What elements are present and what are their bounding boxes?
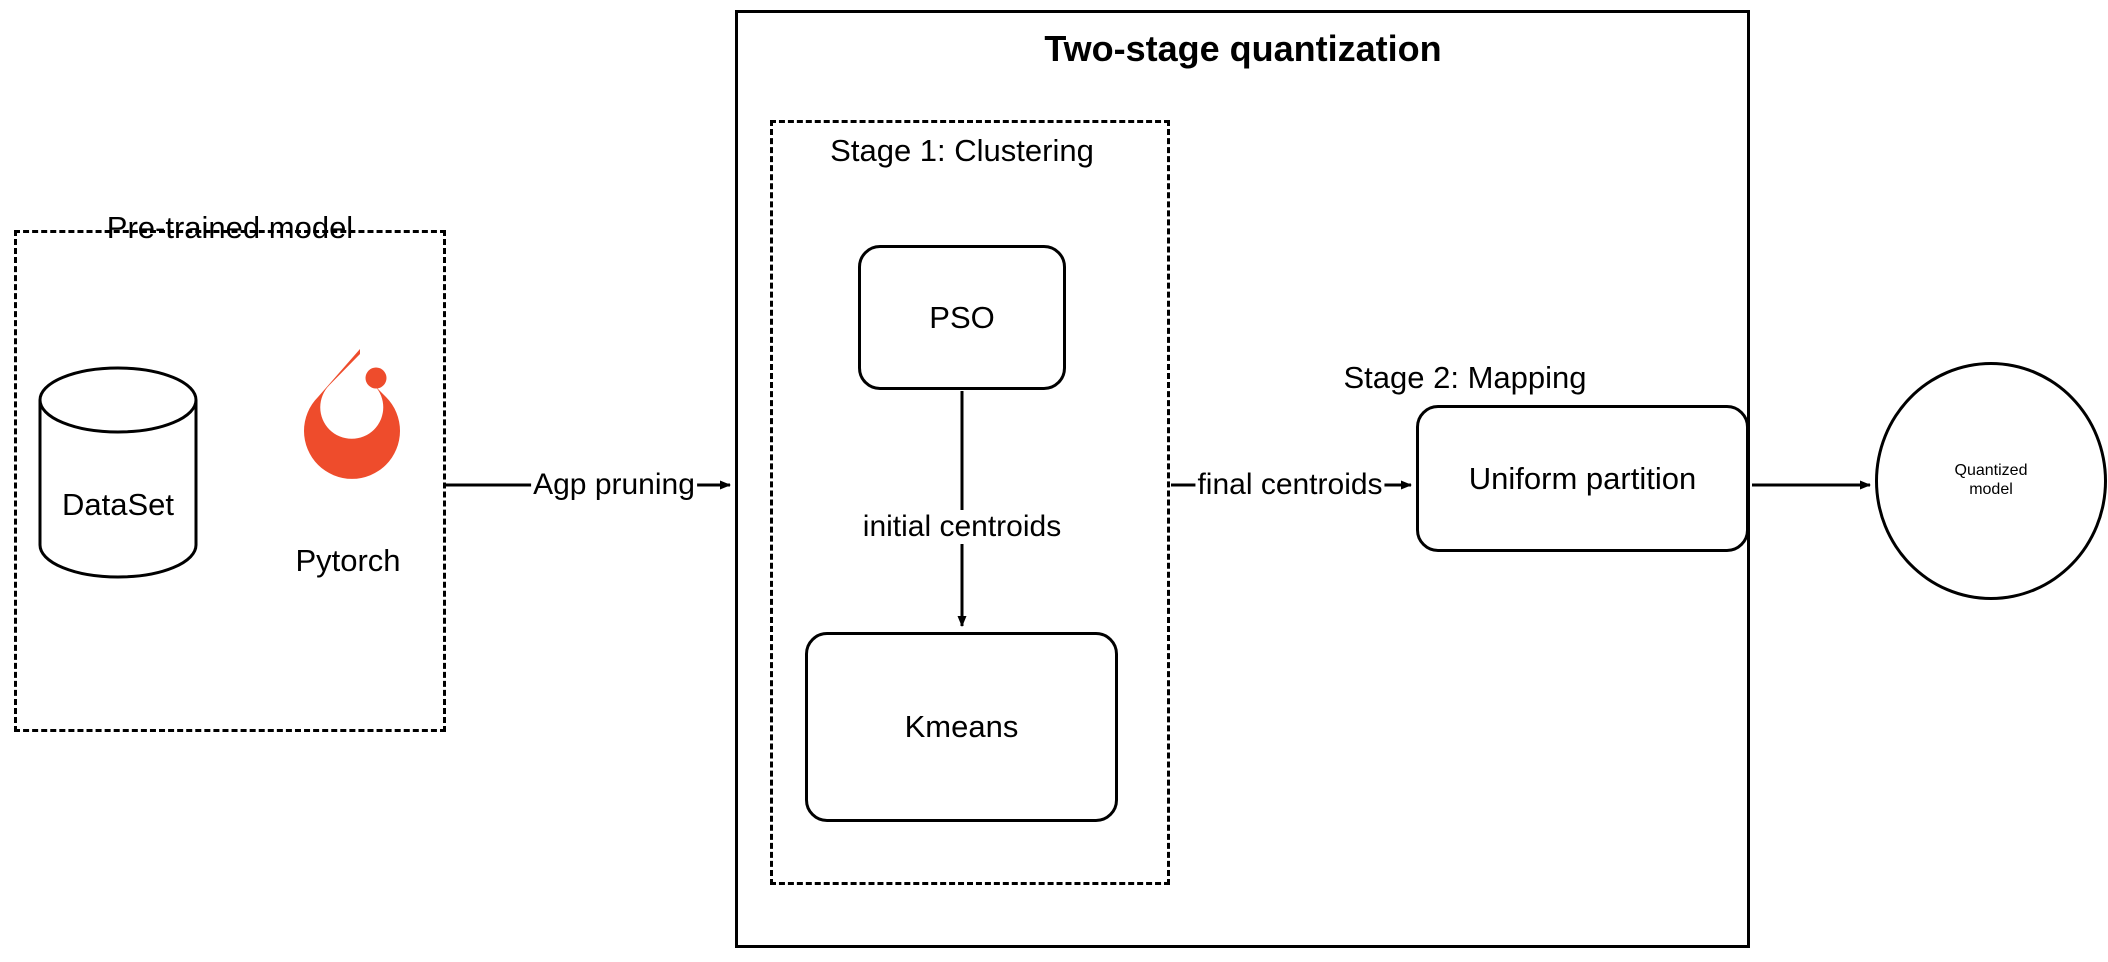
dataset-label: DataSet: [61, 487, 175, 522]
edge-label-initial-centroids: initial centroids: [860, 510, 1064, 544]
node-uniform-partition[interactable]: Uniform partition: [1416, 405, 1749, 552]
node-pso-label: PSO: [929, 299, 995, 335]
pytorch-flame-icon: [304, 349, 400, 479]
node-quantized-model[interactable]: Quantized model: [1875, 362, 2107, 600]
pre-trained-model-caption: Pre-trained model: [106, 210, 354, 245]
node-pso[interactable]: PSO: [858, 245, 1066, 390]
node-uniform-partition-label: Uniform partition: [1468, 460, 1697, 496]
edge-label-final-centroids: final centroids: [1195, 468, 1385, 502]
stage1-group: [770, 120, 1170, 885]
node-kmeans[interactable]: Kmeans: [805, 632, 1118, 822]
stage1-caption: Stage 1: Clustering: [830, 133, 1094, 168]
edge-label-agp-pruning: Agp pruning: [531, 468, 697, 502]
node-quantized-model-label: Quantized model: [1955, 462, 2028, 500]
quantized-model-line1: Quantized: [1954, 462, 2028, 480]
page-title: Two-stage quantization: [1044, 28, 1442, 69]
node-kmeans-label: Kmeans: [904, 709, 1019, 744]
pre-trained-model-group: [14, 230, 446, 732]
quantized-model-line2: model: [1969, 481, 2013, 498]
stage2-caption: Stage 2: Mapping: [1343, 360, 1587, 395]
pytorch-label: Pytorch: [295, 543, 401, 578]
